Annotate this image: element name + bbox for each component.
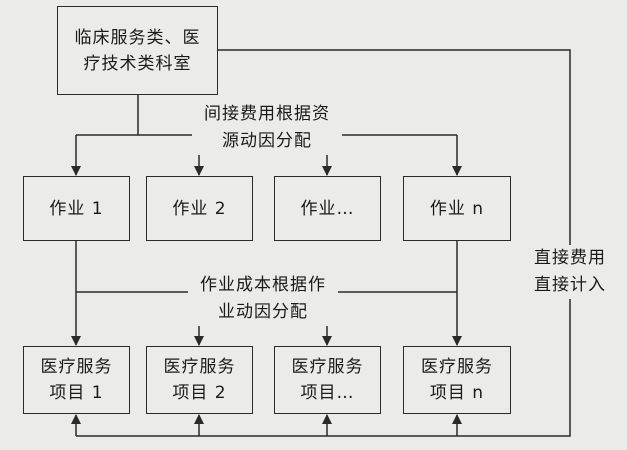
direct-cost-line <box>76 49 571 437</box>
resource-driver-label: 间接费用根据资 源动因分配 <box>192 101 342 155</box>
activity-box-2: 作业 2 <box>146 176 253 241</box>
clinical-departments-text: 临床服务类、医 疗技术类科室 <box>74 27 201 74</box>
service-box-1: 医疗服务 项目 1 <box>23 346 130 414</box>
direct-cost-label: 直接费用 直接计入 <box>519 245 621 299</box>
direct-cost-text: 直接费用 直接计入 <box>534 248 606 295</box>
service-n-text: 医疗服务 项目 n <box>421 357 493 403</box>
activity-driver-label: 作业成本根据作 业动因分配 <box>188 272 338 326</box>
service-3-text: 医疗服务 项目… <box>291 357 364 403</box>
activity-2-text: 作业 2 <box>172 198 227 219</box>
activity-driver-text: 作业成本根据作 业动因分配 <box>200 275 326 322</box>
activity-3-text: 作业… <box>300 198 355 219</box>
resource-driver-text: 间接费用根据资 源动因分配 <box>204 104 330 151</box>
service-2-text: 医疗服务 项目 2 <box>163 357 236 403</box>
service-box-3: 医疗服务 项目… <box>274 346 381 414</box>
activity-box-n: 作业 n <box>403 176 511 241</box>
service-box-n: 医疗服务 项目 n <box>403 346 511 414</box>
activity-box-1: 作业 1 <box>23 176 130 241</box>
clinical-departments-box: 临床服务类、医 疗技术类科室 <box>57 6 218 95</box>
activity-1-text: 作业 1 <box>49 198 104 219</box>
service-box-2: 医疗服务 项目 2 <box>146 346 253 414</box>
service-1-text: 医疗服务 项目 1 <box>40 357 113 403</box>
activity-n-text: 作业 n <box>429 198 485 219</box>
activity-box-3: 作业… <box>274 176 381 241</box>
